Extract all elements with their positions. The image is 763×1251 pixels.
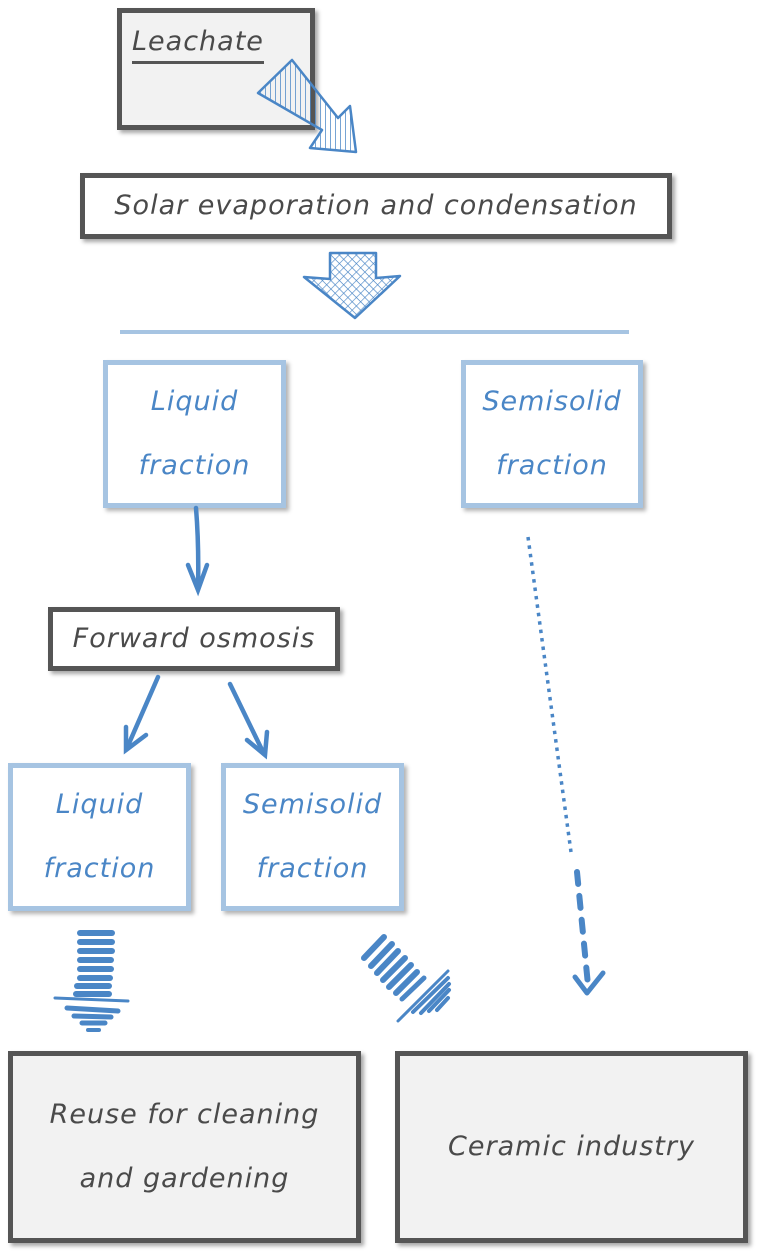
node-semisolid-fraction-1: Semisolid fraction <box>461 360 643 508</box>
node-liquid-fraction-2: Liquid fraction <box>8 763 191 911</box>
arrow-semisolid2-to-ceramic <box>361 934 451 1023</box>
arrow-fo-to-liquid2 <box>123 674 161 755</box>
liquid1-line2: fraction <box>138 450 251 481</box>
node-ceramic-industry: Ceramic industry <box>395 1051 748 1243</box>
liquid2-line2: fraction <box>43 853 156 884</box>
semisolid1-line1: Semisolid <box>482 386 622 417</box>
solar-label: Solar evaporation and condensation <box>114 190 638 221</box>
semisolid2-line1: Semisolid <box>242 789 383 820</box>
leachate-label: Leachate <box>132 25 264 64</box>
liquid2-line1: Liquid <box>55 789 144 820</box>
semisolid2-line2: fraction <box>256 853 369 884</box>
node-reuse: Reuse for cleaning and gardening <box>8 1051 361 1243</box>
arrow-fo-to-semisolid2 <box>227 681 270 760</box>
node-solar-evaporation: Solar evaporation and condensation <box>80 173 672 239</box>
arrow-semisolid1-to-ceramic <box>526 536 606 996</box>
arrow-liquid2-to-reuse <box>53 930 130 1032</box>
node-leachate: Leachate <box>117 8 315 130</box>
arrow-liquid-to-forward-osmosis <box>185 505 210 597</box>
forward-osmosis-label: Forward osmosis <box>72 623 316 654</box>
ceramic-label: Ceramic industry <box>448 1131 695 1162</box>
semisolid1-line2: fraction <box>496 450 608 481</box>
node-forward-osmosis: Forward osmosis <box>48 607 340 671</box>
liquid1-line1: Liquid <box>150 386 239 417</box>
reuse-line1: Reuse for cleaning <box>49 1099 320 1130</box>
node-semisolid-fraction-2: Semisolid fraction <box>221 763 404 911</box>
node-liquid-fraction-1: Liquid fraction <box>103 360 286 508</box>
arrow-solar-down <box>302 251 402 320</box>
reuse-line2: and gardening <box>79 1163 290 1194</box>
